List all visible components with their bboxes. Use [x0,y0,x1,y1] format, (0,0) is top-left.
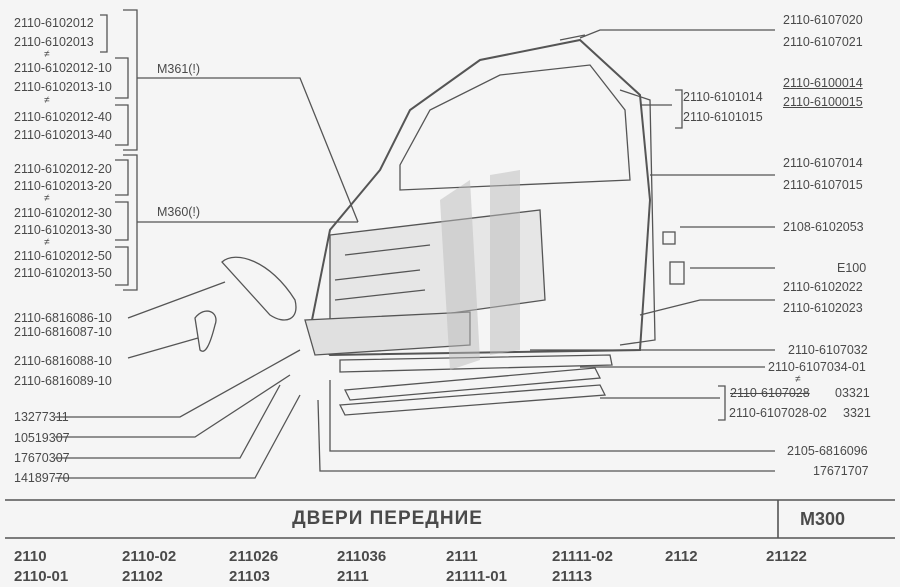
part-number: 2110-6107032 [788,343,868,357]
part-number: 2110-6101015 [683,110,763,124]
part-number: 03321 [835,386,870,400]
part-number: 13277311 [14,410,69,424]
part-number: 2110-6102022 [783,280,863,294]
part-number: 2110-6102013-20 [14,179,112,193]
part-number: 17670307 [14,451,70,465]
model: 21113 [552,568,593,585]
part-number: 2110-6102023 [783,301,863,315]
part-number: 2110-6102012-40 [14,110,112,124]
not-equal-symbol: ≠ [44,193,50,204]
part-number: 2110-6107014 [783,156,863,170]
not-equal-symbol: ≠ [44,95,50,106]
part-number: 2110-6107015 [783,178,863,192]
part-number: 2110-6107020 [783,13,863,27]
part-number: 2110-6816087-10 [14,325,112,339]
model: 2111 [446,548,478,565]
part-number: 2110-6102012-50 [14,249,112,263]
part-number: 2110-6102013-40 [14,128,112,142]
part-number: 2105-6816096 [787,444,868,458]
ref-m361: M361(!) [157,62,201,76]
model: 21111-01 [446,568,507,585]
part-number: 2110-6107034-01 [768,360,866,374]
section-code: M300 [800,509,846,529]
not-equal-symbol: ≠ [795,374,801,385]
part-number: 2110-6101014 [683,90,763,104]
part-number: 2110-6100014 [783,76,863,90]
part-number: 3321 [843,406,871,420]
part-number: 2110-6102013-50 [14,266,112,280]
model: 2111 [337,568,369,585]
part-number: 2110-6816086-10 [14,311,112,325]
part-number: 2110-6102013-30 [14,223,112,237]
model: 2112 [665,548,698,565]
part-number: 2110-6102013 [14,35,94,49]
model: 21102 [122,568,163,585]
model: 2110-01 [14,568,69,585]
part-number: 2110-6100015 [783,95,863,109]
part-number: 10519307 [14,431,70,445]
part-number: 2110-6107028-02 [729,406,827,420]
ref-m360: M360(!) [157,205,201,219]
part-number: 2110-6102012-10 [14,61,112,75]
part-number: 2108-6102053 [783,220,864,234]
section-title: ДВЕРИ ПЕРЕДНИЕ [292,508,483,529]
model: 211036 [337,548,387,565]
part-number: 2110-6816088-10 [14,354,112,368]
not-equal-symbol: ≠ [44,237,50,248]
model: 211026 [229,548,279,565]
part-number: 2110-6102013-10 [14,80,112,94]
part-number: 2110-6102012-30 [14,206,112,220]
part-number: 17671707 [813,464,869,478]
part-number: 2110-6107028 [730,386,810,400]
model: 21103 [229,568,270,585]
model: 21122 [766,548,807,565]
model: 2110-02 [122,548,177,565]
part-number: 2110-6816089-10 [14,374,112,388]
model: 21111-02 [552,548,613,565]
part-number: 2110-6102012 [14,16,94,30]
part-number: 2110-6107021 [783,35,863,49]
part-number: E100 [837,261,867,275]
part-number: 2110-6102012-20 [14,162,112,176]
part-number: 14189770 [14,471,70,485]
not-equal-symbol: ≠ [44,49,50,60]
model: 2110 [14,548,47,565]
